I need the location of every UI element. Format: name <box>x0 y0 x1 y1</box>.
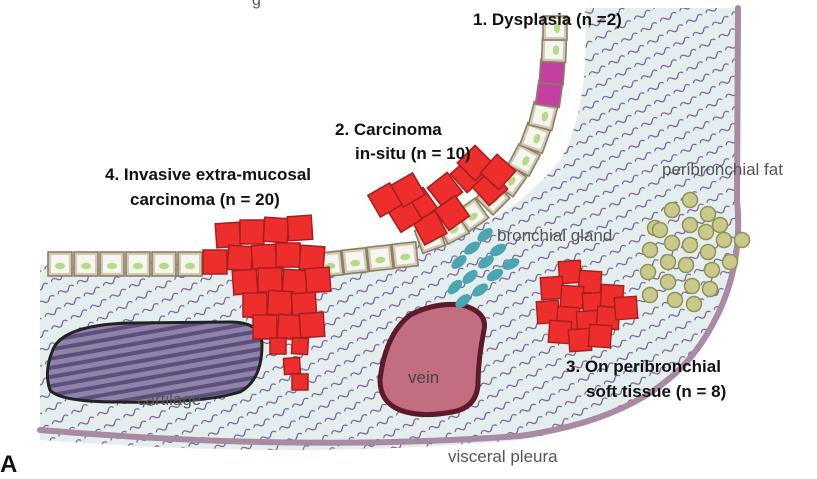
label-invasive-carcinoma-line2: carcinoma (n = 20) <box>130 190 280 210</box>
carcinoma-cell <box>292 374 308 390</box>
fat-cell <box>683 193 698 208</box>
label-peribronchial-soft-tissue-line2: soft tissue (n = 8) <box>586 382 726 402</box>
panel-letter: A <box>0 451 17 479</box>
carcinoma-cell <box>540 276 563 299</box>
fat-cell <box>713 218 728 233</box>
fat-cell <box>683 238 698 253</box>
carcinoma-cell <box>276 243 300 267</box>
fat-cell <box>643 288 658 303</box>
fat-cell <box>643 243 658 258</box>
carcinoma-cell <box>270 338 286 354</box>
fat-cell <box>717 233 732 248</box>
carcinoma-cell <box>240 220 264 244</box>
carcinoma-cell <box>283 357 300 374</box>
label-carcinoma-in-situ-line1: 2. Carcinoma <box>335 120 442 140</box>
normal-epithelial-cell <box>100 252 124 276</box>
carcinoma-cell <box>614 296 637 319</box>
normal-epithelial-cell <box>126 252 150 276</box>
carcinoma-cell <box>203 250 227 274</box>
carcinoma-cell <box>287 215 313 241</box>
label-cartilage: cartilage <box>137 390 201 410</box>
label-peribronchial-soft-tissue-line1: 3. On peribronchial <box>566 357 721 377</box>
fat-cell <box>723 255 738 270</box>
carcinoma-cell <box>253 315 277 339</box>
label-vein: vein <box>408 368 439 388</box>
label-bronchial-gland: bronchial gland <box>497 226 612 246</box>
carcinoma-cell <box>232 269 258 295</box>
carcinoma-cell <box>227 245 253 271</box>
fat-cell <box>641 265 656 280</box>
carcinoma-cell <box>299 245 325 271</box>
fat-cell <box>665 203 680 218</box>
carcinoma-cell <box>299 312 325 338</box>
carcinoma-cell <box>215 222 241 248</box>
label-invasive-carcinoma-line1: 4. Invasive extra-mucosal <box>105 165 311 185</box>
fat-cell <box>687 297 702 312</box>
fat-cell <box>653 223 668 238</box>
fat-cell <box>703 282 718 297</box>
label-peribronchial-fat: peribronchial fat <box>662 160 783 180</box>
carcinoma-cell <box>258 268 282 292</box>
fat-cell <box>665 236 680 251</box>
label-dysplasia: 1. Dysplasia (n =2) <box>473 10 622 30</box>
fat-cell <box>735 233 750 248</box>
fat-cell <box>679 258 694 273</box>
normal-epithelial-cell <box>178 252 202 276</box>
normal-epithelial-cell <box>74 252 98 276</box>
normal-epithelial-cell <box>48 252 72 276</box>
fat-cell <box>701 245 716 260</box>
carcinoma-cell <box>305 267 331 293</box>
normal-epithelial-cell <box>542 38 567 63</box>
carcinoma-cell <box>263 217 289 243</box>
fat-cell <box>699 225 714 240</box>
fat-cell <box>683 218 698 233</box>
carcinoma-cell <box>291 337 308 354</box>
fat-cell <box>685 279 700 294</box>
label-carcinoma-in-situ-line2: in-situ (n = 10) <box>355 144 471 164</box>
fat-cell <box>668 293 683 308</box>
fat-cell <box>701 207 716 222</box>
fat-cell <box>661 255 676 270</box>
cropped-text-fragment: g <box>252 0 261 10</box>
label-visceral-pleura: visceral pleura <box>448 447 558 467</box>
carcinoma-cell <box>251 244 277 270</box>
normal-epithelial-cell <box>342 248 368 274</box>
carcinoma-cell <box>267 290 293 316</box>
carcinoma-cell <box>243 293 267 317</box>
normal-epithelial-cell <box>392 242 418 268</box>
carcinoma-cell <box>588 324 611 347</box>
carcinoma-cell <box>560 285 583 308</box>
normal-epithelial-cell <box>152 252 176 276</box>
fat-cell <box>661 275 676 290</box>
normal-epithelial-cell <box>367 245 393 271</box>
fat-cell <box>705 263 720 278</box>
